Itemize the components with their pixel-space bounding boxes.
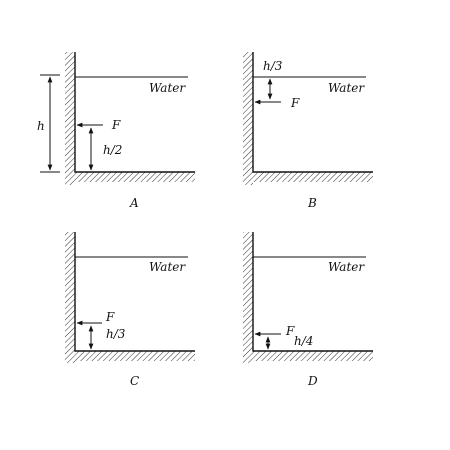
water-label: Water <box>149 81 186 95</box>
floor-hatch <box>75 172 195 182</box>
floor-hatch <box>253 351 373 361</box>
caption-b: B <box>307 196 317 210</box>
water-label: Water <box>328 260 365 274</box>
floor-hatch <box>75 351 195 361</box>
caption-d: D <box>307 374 318 388</box>
caption-c: C <box>130 374 139 388</box>
depth-label: h/3 <box>263 59 283 73</box>
panel-c: Water F h/3 C <box>65 232 195 388</box>
wall-hatch <box>243 232 253 363</box>
force-label: F <box>105 310 115 324</box>
force-label: F <box>111 118 121 132</box>
water-label: Water <box>149 260 186 274</box>
tank-wall <box>252 232 373 352</box>
caption-a: A <box>129 196 139 210</box>
panel-d: Water F h/4 D <box>243 232 373 388</box>
height-label: h/3 <box>106 327 126 341</box>
tank-wall <box>74 52 195 173</box>
height-label: h/2 <box>103 143 122 157</box>
depth-label: h <box>37 119 45 133</box>
force-label: F <box>285 324 295 338</box>
tank-wall <box>74 232 195 352</box>
panel-b: Water h/3 F B <box>243 52 373 210</box>
water-label: Water <box>328 81 365 95</box>
wall-hatch <box>65 232 75 363</box>
force-label: F <box>290 96 300 110</box>
panel-a: Water h F h/2 A <box>37 52 195 210</box>
tank-wall <box>252 52 373 173</box>
height-label: h/4 <box>294 334 313 348</box>
wall-hatch <box>243 52 253 185</box>
wall-hatch <box>65 52 75 185</box>
floor-hatch <box>253 172 373 182</box>
